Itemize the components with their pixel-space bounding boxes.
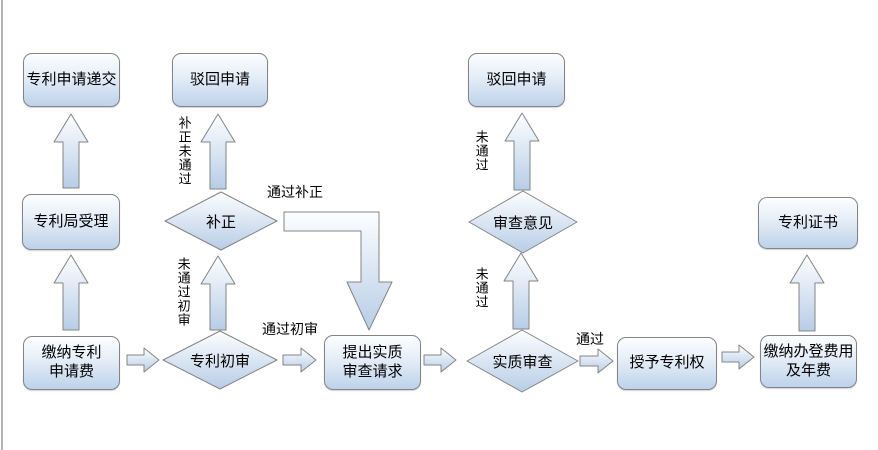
- arrow-right-preliminary-to-request-icon: [282, 347, 317, 373]
- decision-correction-shape: [164, 191, 278, 251]
- decision-exam-opinion-label: 审查意见: [492, 214, 553, 232]
- decision-exam-opinion-shape: [468, 190, 578, 254]
- node-patent-certificate: 专利证书: [758, 197, 858, 249]
- arrow-up-preliminary-to-correction-icon: [200, 255, 236, 331]
- edge-label-passed-preliminary: 通过初审: [262, 321, 318, 337]
- arrow-right-substantive-to-grant-icon: [579, 348, 614, 374]
- edge-label-correction-not-passed: 补正未通过: [176, 116, 192, 186]
- arrow-up-payfee-to-acceptance-icon: [53, 254, 89, 331]
- arrow-right-payfee-to-preliminary-icon: [126, 347, 160, 373]
- node-reject-application-right: 驳回申请: [468, 53, 565, 107]
- arrow-up-acceptance-to-submission-icon: [53, 113, 89, 189]
- decision-preliminary-exam-label: 专利初审: [189, 352, 250, 370]
- arrow-right-grant-to-payreg-icon: [721, 344, 755, 370]
- edge-label-opinion-not-passed: 未通过: [473, 130, 489, 172]
- left-edge-line: [1, 0, 3, 450]
- node-patent-application-submission: 专利申请递交: [23, 53, 120, 107]
- node-patent-office-acceptance: 专利局受理: [22, 194, 120, 250]
- node-request-substantive-exam: 提出实质 审查请求: [324, 335, 421, 390]
- arrow-up-correction-to-reject-icon: [200, 113, 236, 190]
- decision-preliminary-exam-shape: [162, 330, 278, 390]
- edge-label-passed: 通过: [576, 331, 604, 347]
- arrow-up-opinion-to-reject-icon: [504, 112, 540, 191]
- edge-label-preliminary-not-passed: 未通过初审: [175, 257, 191, 327]
- elbow-arrow-correction-to-request-icon: [283, 211, 393, 331]
- node-reject-application-top: 驳回申请: [172, 53, 268, 107]
- edge-label-passed-correction: 通过补正: [267, 184, 323, 200]
- arrow-up-payreg-to-certificate-icon: [789, 254, 825, 332]
- decision-substantive-exam-shape: [466, 329, 579, 393]
- node-grant-patent-right: 授予专利权: [617, 337, 717, 390]
- edge-label-substantive-not-passed: 未通过: [473, 267, 489, 309]
- arrow-up-substantive-to-opinion-icon: [503, 252, 539, 330]
- decision-substantive-exam-label: 实质审查: [492, 353, 553, 371]
- node-pay-application-fee: 缴纳专利 申请费: [23, 336, 120, 390]
- decision-correction-label: 补正: [205, 213, 236, 231]
- arrow-right-request-to-substantive-icon: [423, 347, 457, 373]
- node-pay-registration-annual-fee: 缴纳办登费用 及年费: [760, 335, 857, 388]
